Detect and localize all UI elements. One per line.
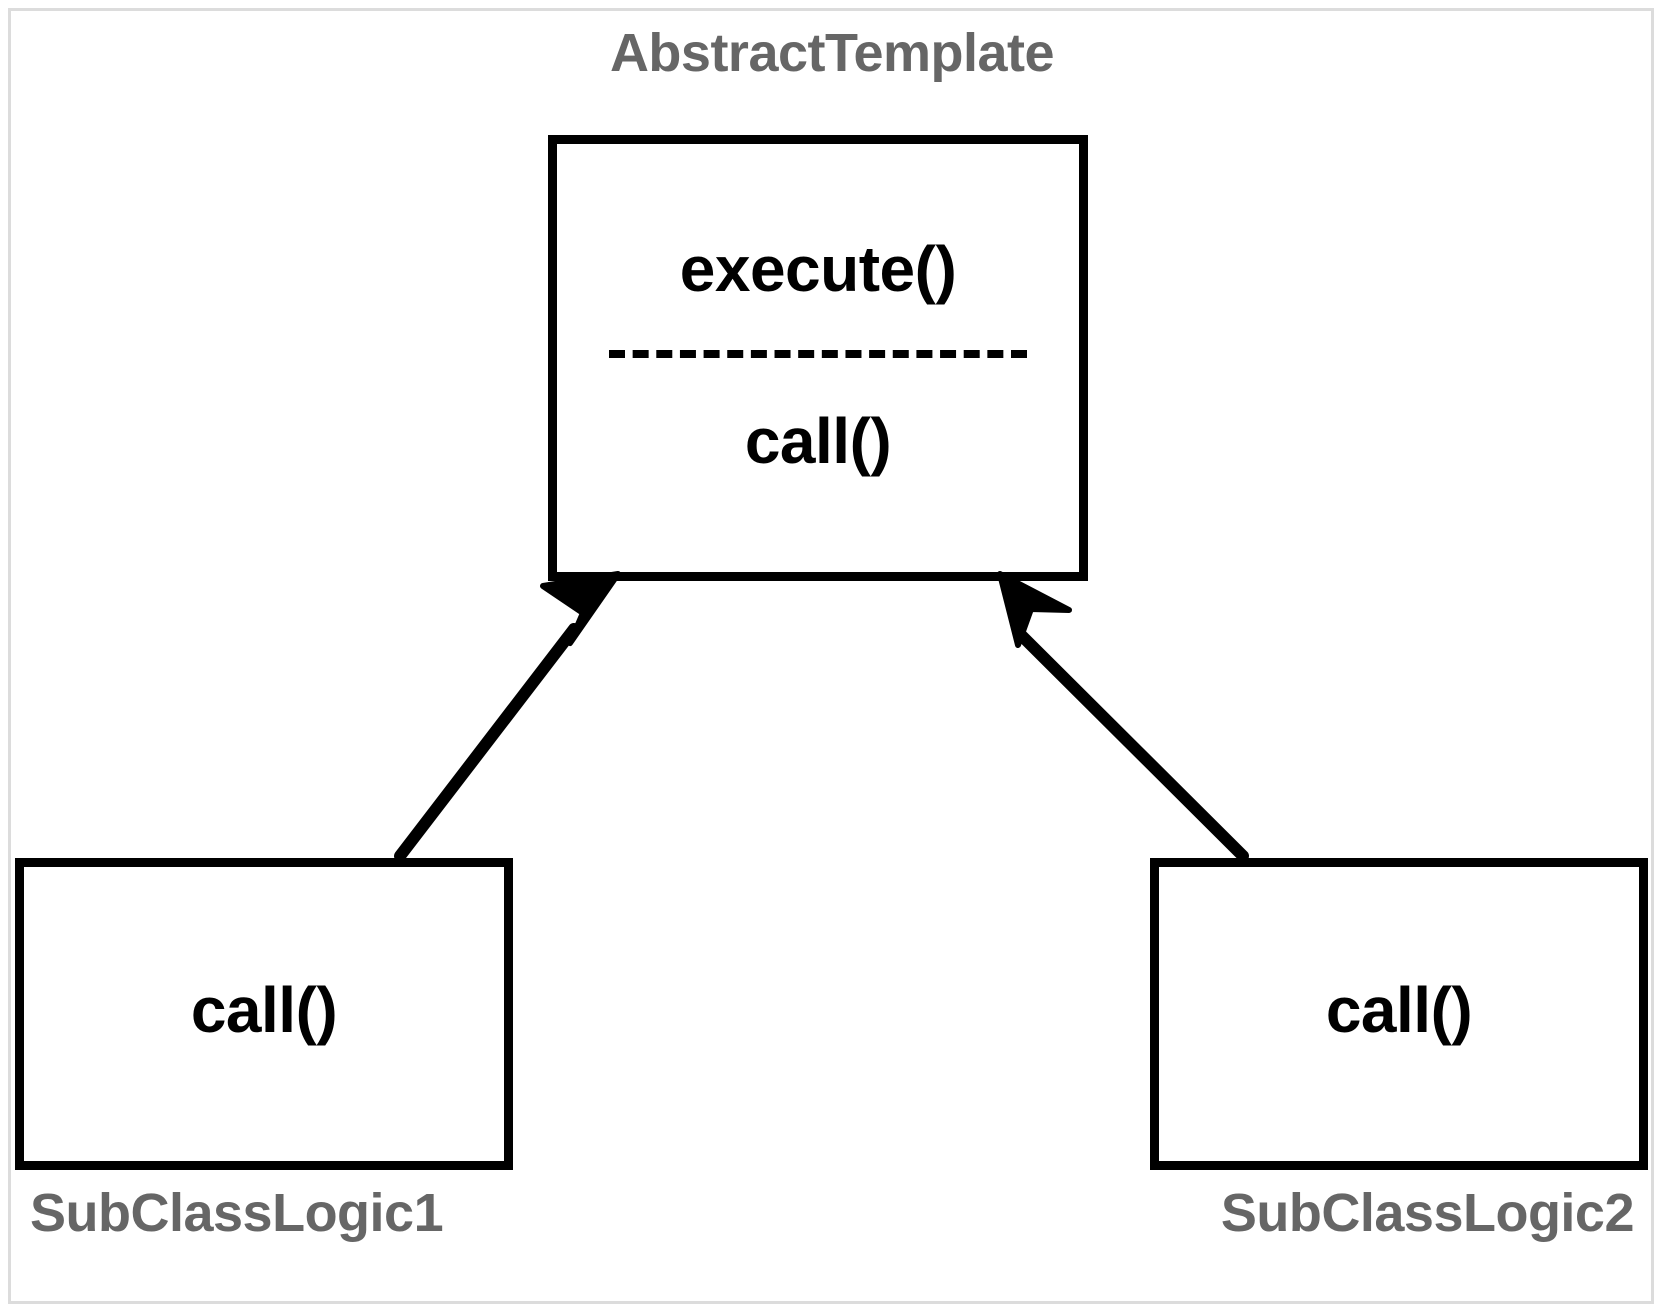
method-call-sub1: call() (190, 974, 338, 1046)
compartment-separator (609, 350, 1027, 358)
subclass-logic2-box[interactable]: call() (1150, 858, 1648, 1170)
abstract-class-caption: AbstractTemplate (609, 23, 1055, 83)
method-call-sub2: call() (1325, 974, 1473, 1046)
subclass-logic2-caption: SubClassLogic2 (1220, 1183, 1635, 1243)
abstract-template-box[interactable]: execute() call() (548, 135, 1088, 581)
method-call-abstract: call() (744, 405, 892, 477)
method-execute: execute() (679, 233, 957, 305)
subclass-logic1-caption: SubClassLogic1 (30, 1183, 444, 1243)
subclass-logic1-box[interactable]: call() (15, 858, 513, 1170)
